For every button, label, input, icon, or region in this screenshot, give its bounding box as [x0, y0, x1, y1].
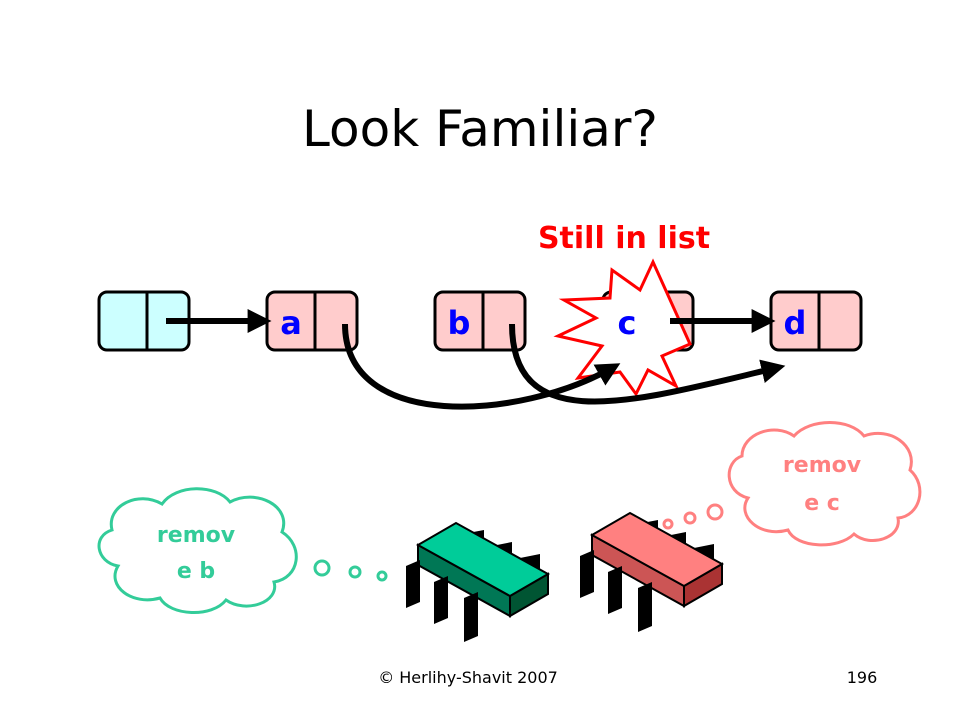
- thought-right-line-2: e c: [804, 491, 840, 516]
- explosion-burst-icon: [553, 258, 692, 397]
- thought-bubbles-right: [662, 503, 724, 530]
- thought-cloud-left: [97, 487, 298, 614]
- thought-left-line-2: e b: [177, 559, 215, 584]
- list-node-a: a: [265, 290, 359, 352]
- thread-chip-left-icon: [406, 521, 551, 642]
- page-number: 196: [847, 668, 878, 687]
- node-label-b: b: [448, 304, 471, 342]
- node-label-d: d: [784, 304, 807, 342]
- arrow-a-to-c: [342, 323, 621, 410]
- list-node-b: b: [433, 290, 527, 352]
- thought-cloud-right: [727, 421, 922, 547]
- thought-right-line-1: remov: [783, 453, 862, 478]
- list-node-d: d: [769, 290, 863, 352]
- thread-chip-right-icon: [580, 511, 725, 632]
- thought-bubbles-left: [313, 559, 388, 582]
- thought-left-line-1: remov: [157, 523, 236, 548]
- slide-title: Look Familiar?: [302, 100, 658, 158]
- still-in-list-label: Still in list: [538, 221, 710, 256]
- node-label-c: c: [618, 304, 637, 342]
- footer-copyright: © Herlihy-Shavit 2007: [378, 668, 558, 687]
- arrow-b-to-d: [509, 323, 786, 405]
- node-label-a: a: [280, 304, 302, 342]
